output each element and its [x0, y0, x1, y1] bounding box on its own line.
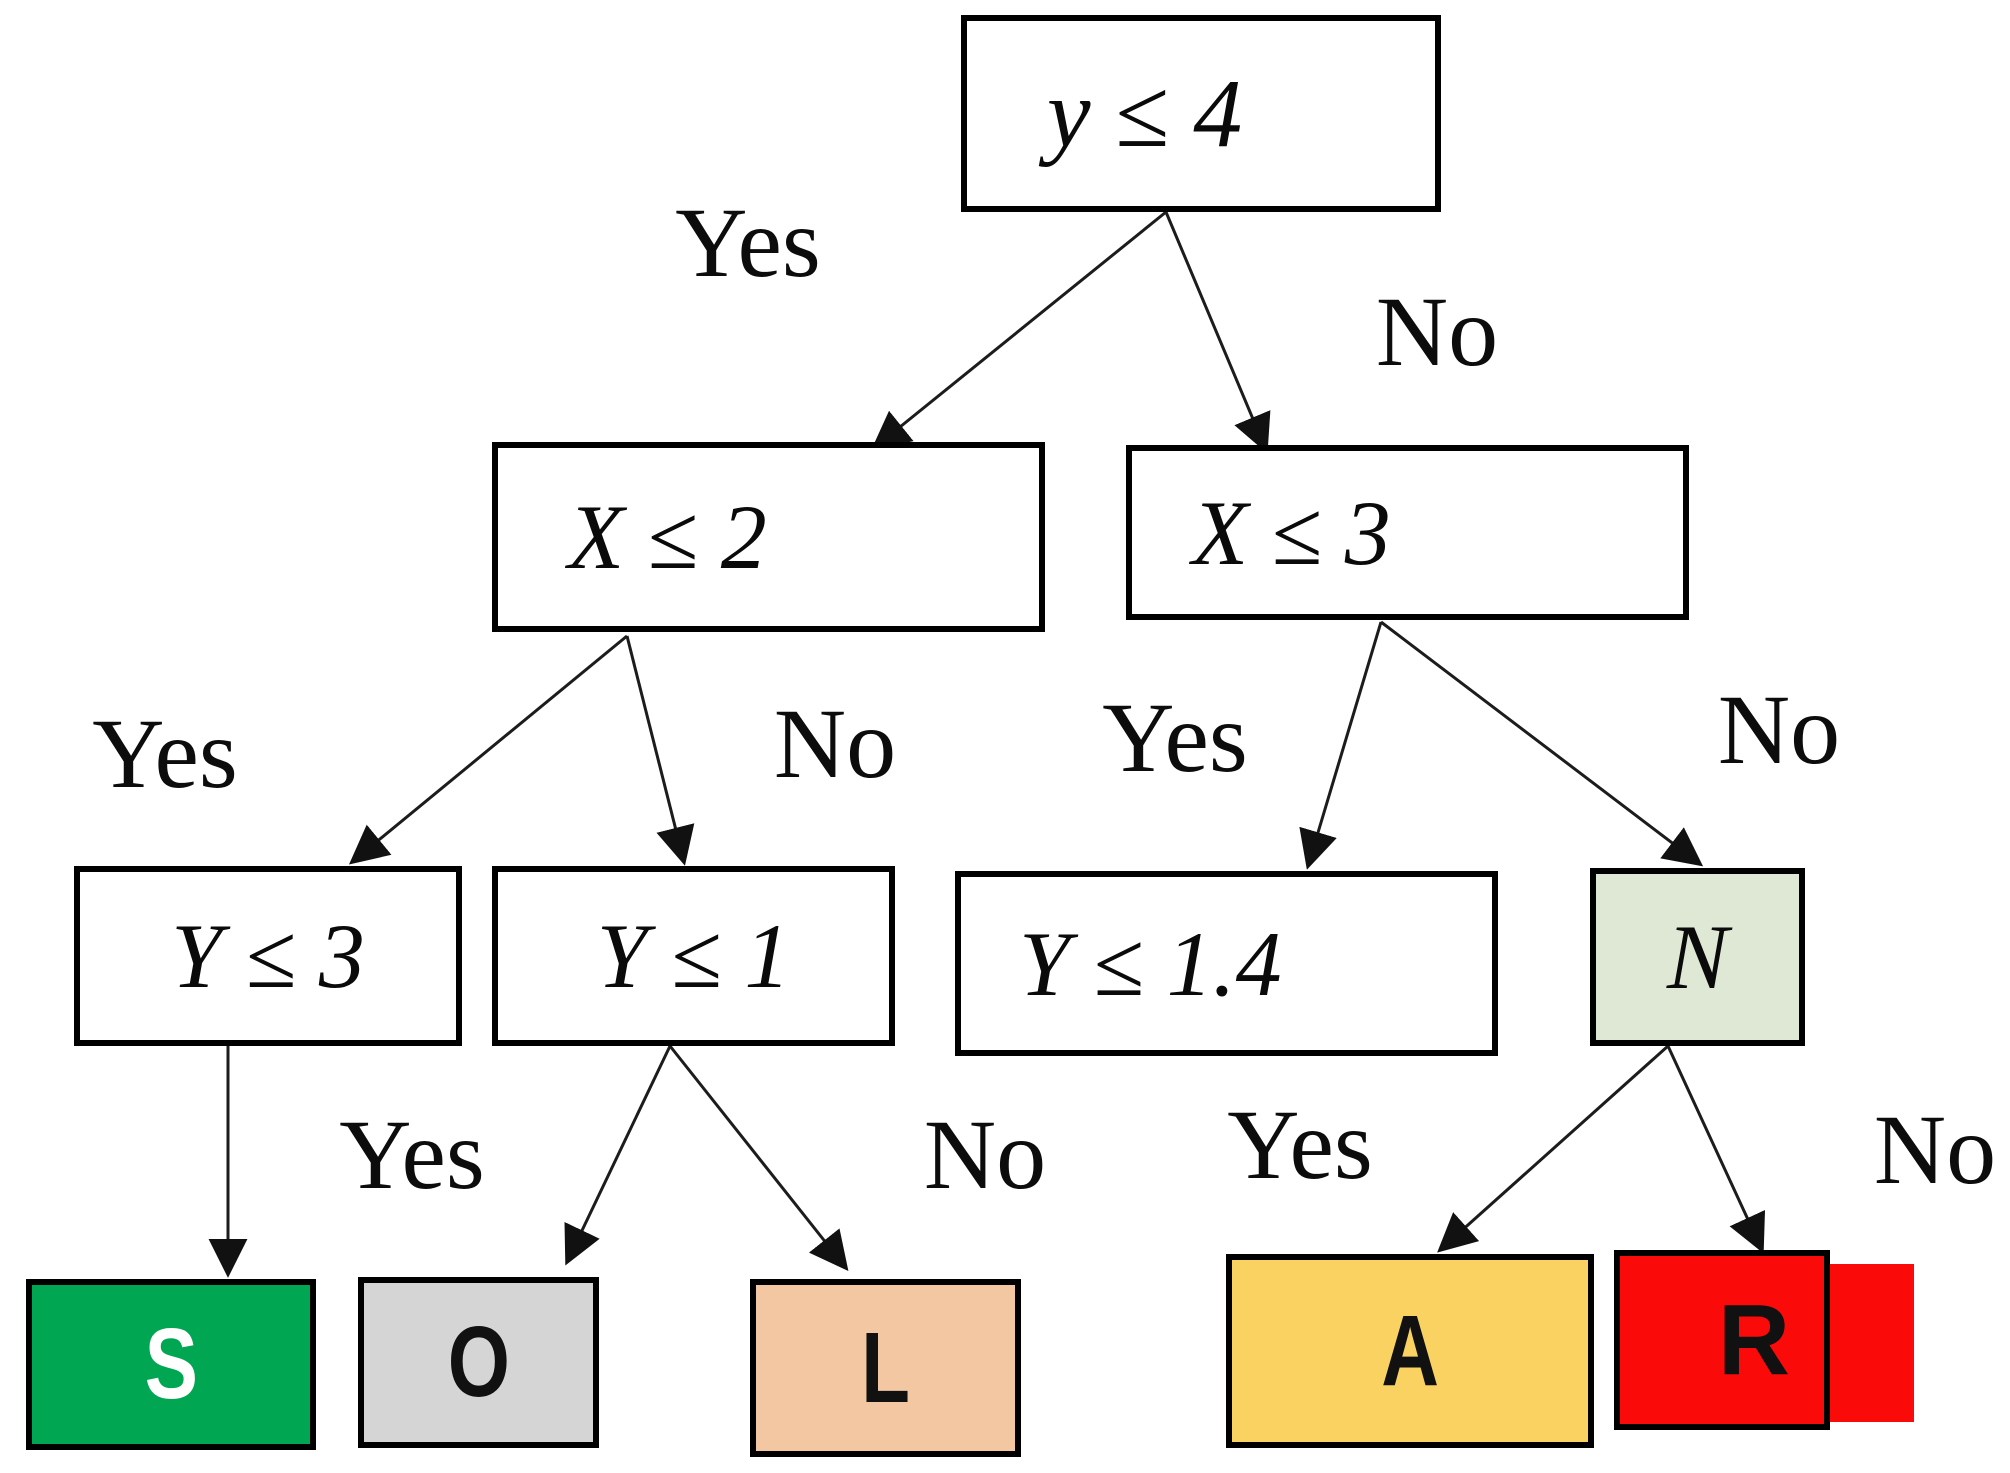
edge-n-a-line — [1437, 1044, 1670, 1253]
edge-label-n-yes: Yes — [1227, 1089, 1373, 1200]
leaf-a: A — [1226, 1254, 1594, 1448]
edge-y1-l-line — [668, 1045, 849, 1272]
edge-n-r-line — [1666, 1045, 1766, 1254]
edge-x2-y3-line — [348, 634, 628, 865]
edge-label-x2-no: No — [773, 688, 897, 799]
leaf-a-label: A — [1381, 1294, 1439, 1407]
leaf-r-label-wrap: R — [1614, 1250, 1894, 1430]
edge-label-x2-yes: Yes — [92, 698, 238, 809]
leaf-l-label: L — [861, 1311, 910, 1424]
edge-label-root-yes: Yes — [675, 187, 821, 298]
edge-label-x3-no: No — [1717, 674, 1841, 785]
edge-label-y1-yes: Yes — [339, 1099, 485, 1210]
node-y-le-3: Y ≤ 3 — [74, 866, 462, 1046]
edge-label-y1-no: No — [923, 1099, 1047, 1210]
leaf-s-label: S — [144, 1308, 198, 1420]
node-n: N — [1590, 868, 1805, 1046]
node-x-le-3: X ≤ 3 — [1126, 445, 1689, 620]
edge-label-x3-yes: Yes — [1102, 682, 1248, 793]
leaf-r-box — [1614, 1250, 1830, 1430]
edge-root-x2-line — [870, 210, 1167, 451]
node-x-le-2: X ≤ 2 — [492, 442, 1045, 632]
edge-x3-y14-line — [1299, 621, 1383, 870]
edge-label-root-no: No — [1375, 276, 1499, 387]
edge-x3-n-line — [1380, 620, 1704, 867]
edge-y1-o-line — [564, 1045, 672, 1266]
leaf-l: L — [750, 1279, 1021, 1457]
leaf-r-fill-overflow — [1830, 1264, 1914, 1422]
edge-root-x3-line — [1164, 211, 1271, 454]
node-y-le-1: Y ≤ 1 — [492, 866, 895, 1046]
leaf-o: O — [358, 1277, 599, 1448]
leaf-s: S — [26, 1279, 316, 1450]
node-root-condition: y ≤ 4 — [961, 15, 1441, 212]
leaf-r-label: R — [1717, 1283, 1791, 1396]
leaf-r: R — [1614, 1248, 1914, 1440]
leaf-o-label: O — [447, 1306, 510, 1418]
edge-label-n-no: No — [1873, 1094, 1997, 1205]
edge-x2-y1-line — [625, 635, 695, 866]
node-y-le-1-4: Y ≤ 1.4 — [955, 871, 1498, 1056]
